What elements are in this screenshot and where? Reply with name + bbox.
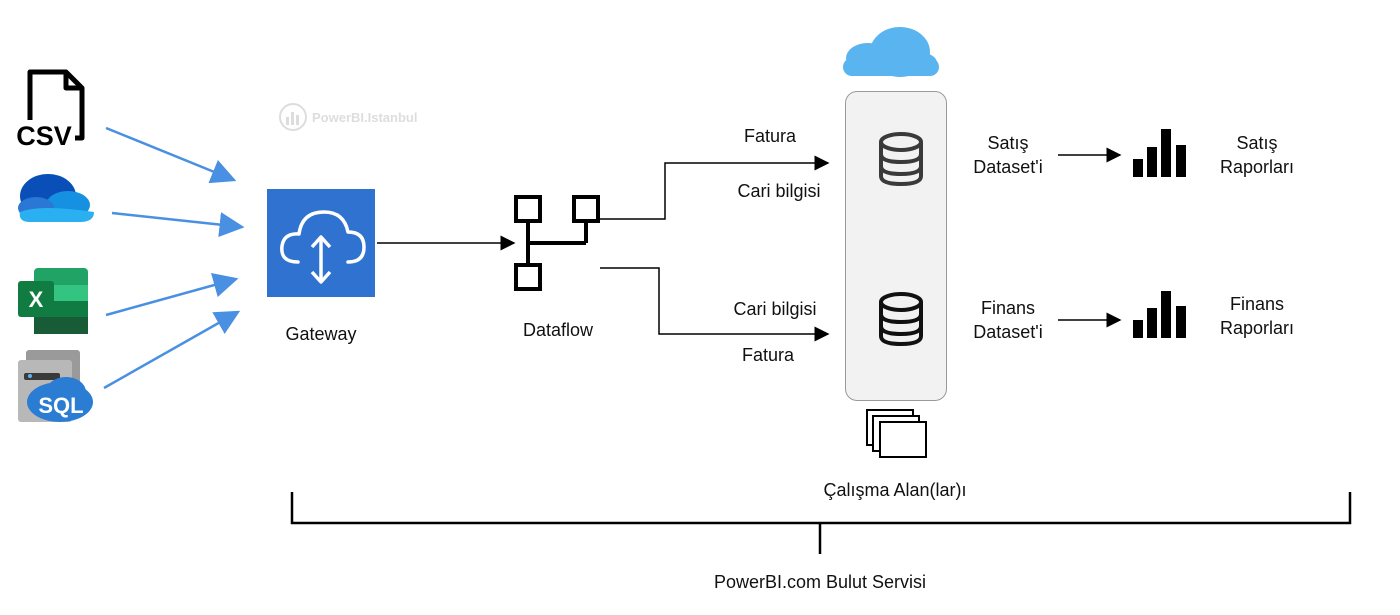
bottom-database-icon <box>879 292 923 347</box>
top-branch-cari-label: Cari bilgisi <box>737 181 821 201</box>
csv-icon-text: CSV <box>16 121 72 151</box>
top-branch-fatura-label: Fatura <box>743 126 797 146</box>
dataflow-to-top-db-connector <box>600 155 830 220</box>
cloud-icon <box>843 27 939 77</box>
excel-to-gateway-arrow <box>105 272 239 317</box>
cloud-service-label: PowerBI.com Bulut Servisi <box>713 572 927 592</box>
workspace-container <box>845 91 947 401</box>
gateway-label: Gateway <box>285 324 357 344</box>
sales-report-chart-icon <box>1133 129 1186 177</box>
csv-to-gateway-arrow <box>105 126 237 184</box>
sales-dataset-label: Satış Dataset'i <box>958 131 1058 179</box>
gateway-cloud-icon <box>267 189 375 297</box>
finance-dataset-label: Finans Dataset'i <box>958 296 1058 344</box>
onedrive-to-gateway-arrow <box>111 211 245 238</box>
finance-report-chart-icon <box>1133 291 1186 338</box>
watermark-logo-icon <box>279 103 307 131</box>
finance-reports-line1: Finans <box>1229 294 1285 314</box>
sales-dataset-line2: Dataset'i <box>973 157 1043 177</box>
sql-database-icon: SQL <box>18 350 93 422</box>
finance-reports-line2: Raporları <box>1219 318 1295 338</box>
bottom-branch-fatura-label: Fatura <box>741 345 795 365</box>
finance-dataset-line2: Dataset'i <box>973 322 1043 342</box>
workspace-label: Çalışma Alan(lar)ı <box>823 480 967 500</box>
watermark: PowerBI.Istanbul <box>278 102 417 132</box>
excel-icon-text: X <box>29 287 44 312</box>
sql-icon-text: SQL <box>38 393 83 418</box>
dataflow-label: Dataflow <box>522 320 594 340</box>
sql-to-gateway-arrow <box>103 310 241 390</box>
csv-file-icon: CSV <box>15 69 85 151</box>
sales-dataset-line1: Satış <box>987 133 1029 153</box>
finance-reports-label: Finans Raporları <box>1207 292 1307 340</box>
excel-icon: X <box>18 268 88 334</box>
finance-dataset-line1: Finans <box>980 298 1036 318</box>
sales-reports-line2: Raporları <box>1219 157 1295 177</box>
onedrive-icon <box>18 174 94 222</box>
dataflow-to-bottom-db-connector <box>600 267 830 342</box>
sales-reports-line1: Satış <box>1236 133 1278 153</box>
bottom-branch-cari-label: Cari bilgisi <box>733 299 817 319</box>
workspaces-icon <box>866 409 927 458</box>
dataflow-icon <box>514 195 600 291</box>
sales-reports-label: Satış Raporları <box>1207 131 1307 179</box>
watermark-text: PowerBI.Istanbul <box>312 109 418 125</box>
top-database-icon <box>879 132 923 187</box>
